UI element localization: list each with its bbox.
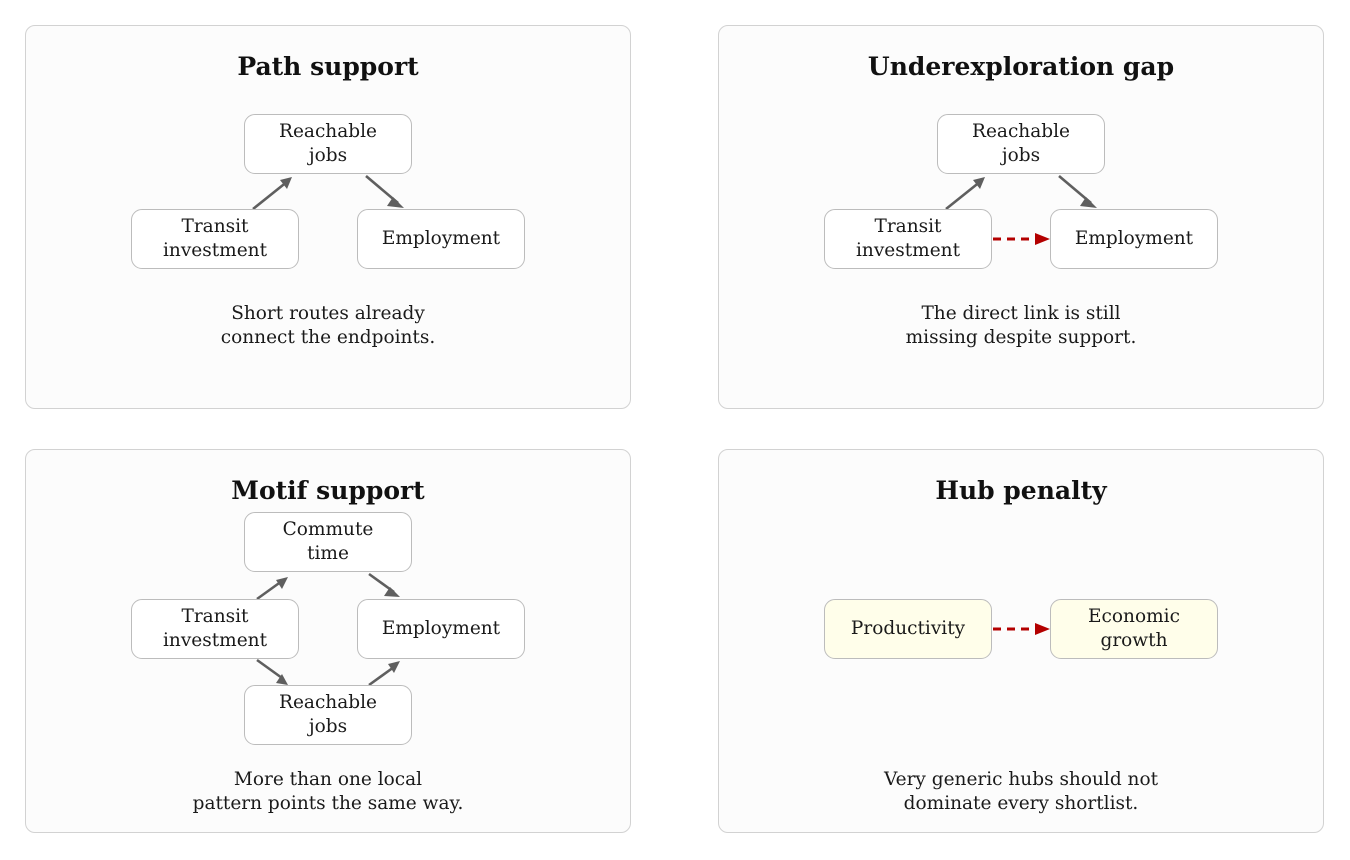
- arrowhead: [388, 661, 400, 673]
- node-transit-investment: Transit investment: [131, 599, 299, 659]
- node-employment: Employment: [357, 209, 525, 269]
- panel-caption: Short routes already connect the endpoin…: [220, 303, 436, 348]
- node-reachable-jobs: Reachable jobs: [244, 114, 412, 174]
- edge-transit-to-reachable: [256, 658, 283, 680]
- edge-transit-to-reachable: [252, 179, 289, 211]
- node-reachable-jobs: Reachable jobs: [244, 685, 412, 745]
- edges-layer: [993, 623, 1050, 635]
- edges-layer: [945, 175, 1097, 245]
- panel-underexploration-gap: Underexploration gap Reachable jobs Tran…: [718, 25, 1324, 409]
- panel-hub-penalty: Hub penalty Productivity Economic growth…: [718, 449, 1324, 833]
- arrowhead: [973, 177, 985, 189]
- panel-title: Motif support: [231, 476, 425, 505]
- panel-title: Path support: [237, 52, 419, 81]
- edges-layer: [256, 572, 400, 687]
- edge-transit-to-reachable: [945, 179, 982, 211]
- node-transit-investment: Transit investment: [824, 209, 992, 269]
- arrowhead: [280, 177, 292, 189]
- node-employment: Employment: [357, 599, 525, 659]
- edge-transit-to-commute: [256, 579, 283, 601]
- node-commute-time: Commute time: [244, 512, 412, 572]
- panel-title: Underexploration gap: [867, 52, 1175, 81]
- panel-caption: Very generic hubs should not dominate ev…: [883, 769, 1159, 814]
- panel-motif-support: Motif support Commute time Transit inves…: [25, 449, 631, 833]
- arrowhead: [387, 197, 404, 208]
- edge-reachable-to-employment: [368, 665, 395, 687]
- panel-path-support: Path support Reachable jobs Transit inve…: [25, 25, 631, 409]
- edges-layer: [252, 175, 404, 211]
- node-productivity: Productivity: [824, 599, 992, 659]
- panel-caption: More than one local pattern points the s…: [192, 769, 464, 814]
- node-employment: Employment: [1050, 209, 1218, 269]
- arrowhead: [1035, 623, 1050, 635]
- panel-caption: The direct link is still missing despite…: [905, 303, 1137, 348]
- node-reachable-jobs: Reachable jobs: [937, 114, 1105, 174]
- arrowhead: [384, 587, 400, 597]
- node-economic-growth: Economic growth: [1050, 599, 1218, 659]
- arrowhead: [276, 577, 288, 589]
- arrowhead: [1035, 233, 1050, 245]
- panel-title: Hub penalty: [935, 476, 1107, 505]
- arrowhead: [276, 674, 288, 685]
- arrowhead: [1080, 197, 1097, 208]
- node-transit-investment: Transit investment: [131, 209, 299, 269]
